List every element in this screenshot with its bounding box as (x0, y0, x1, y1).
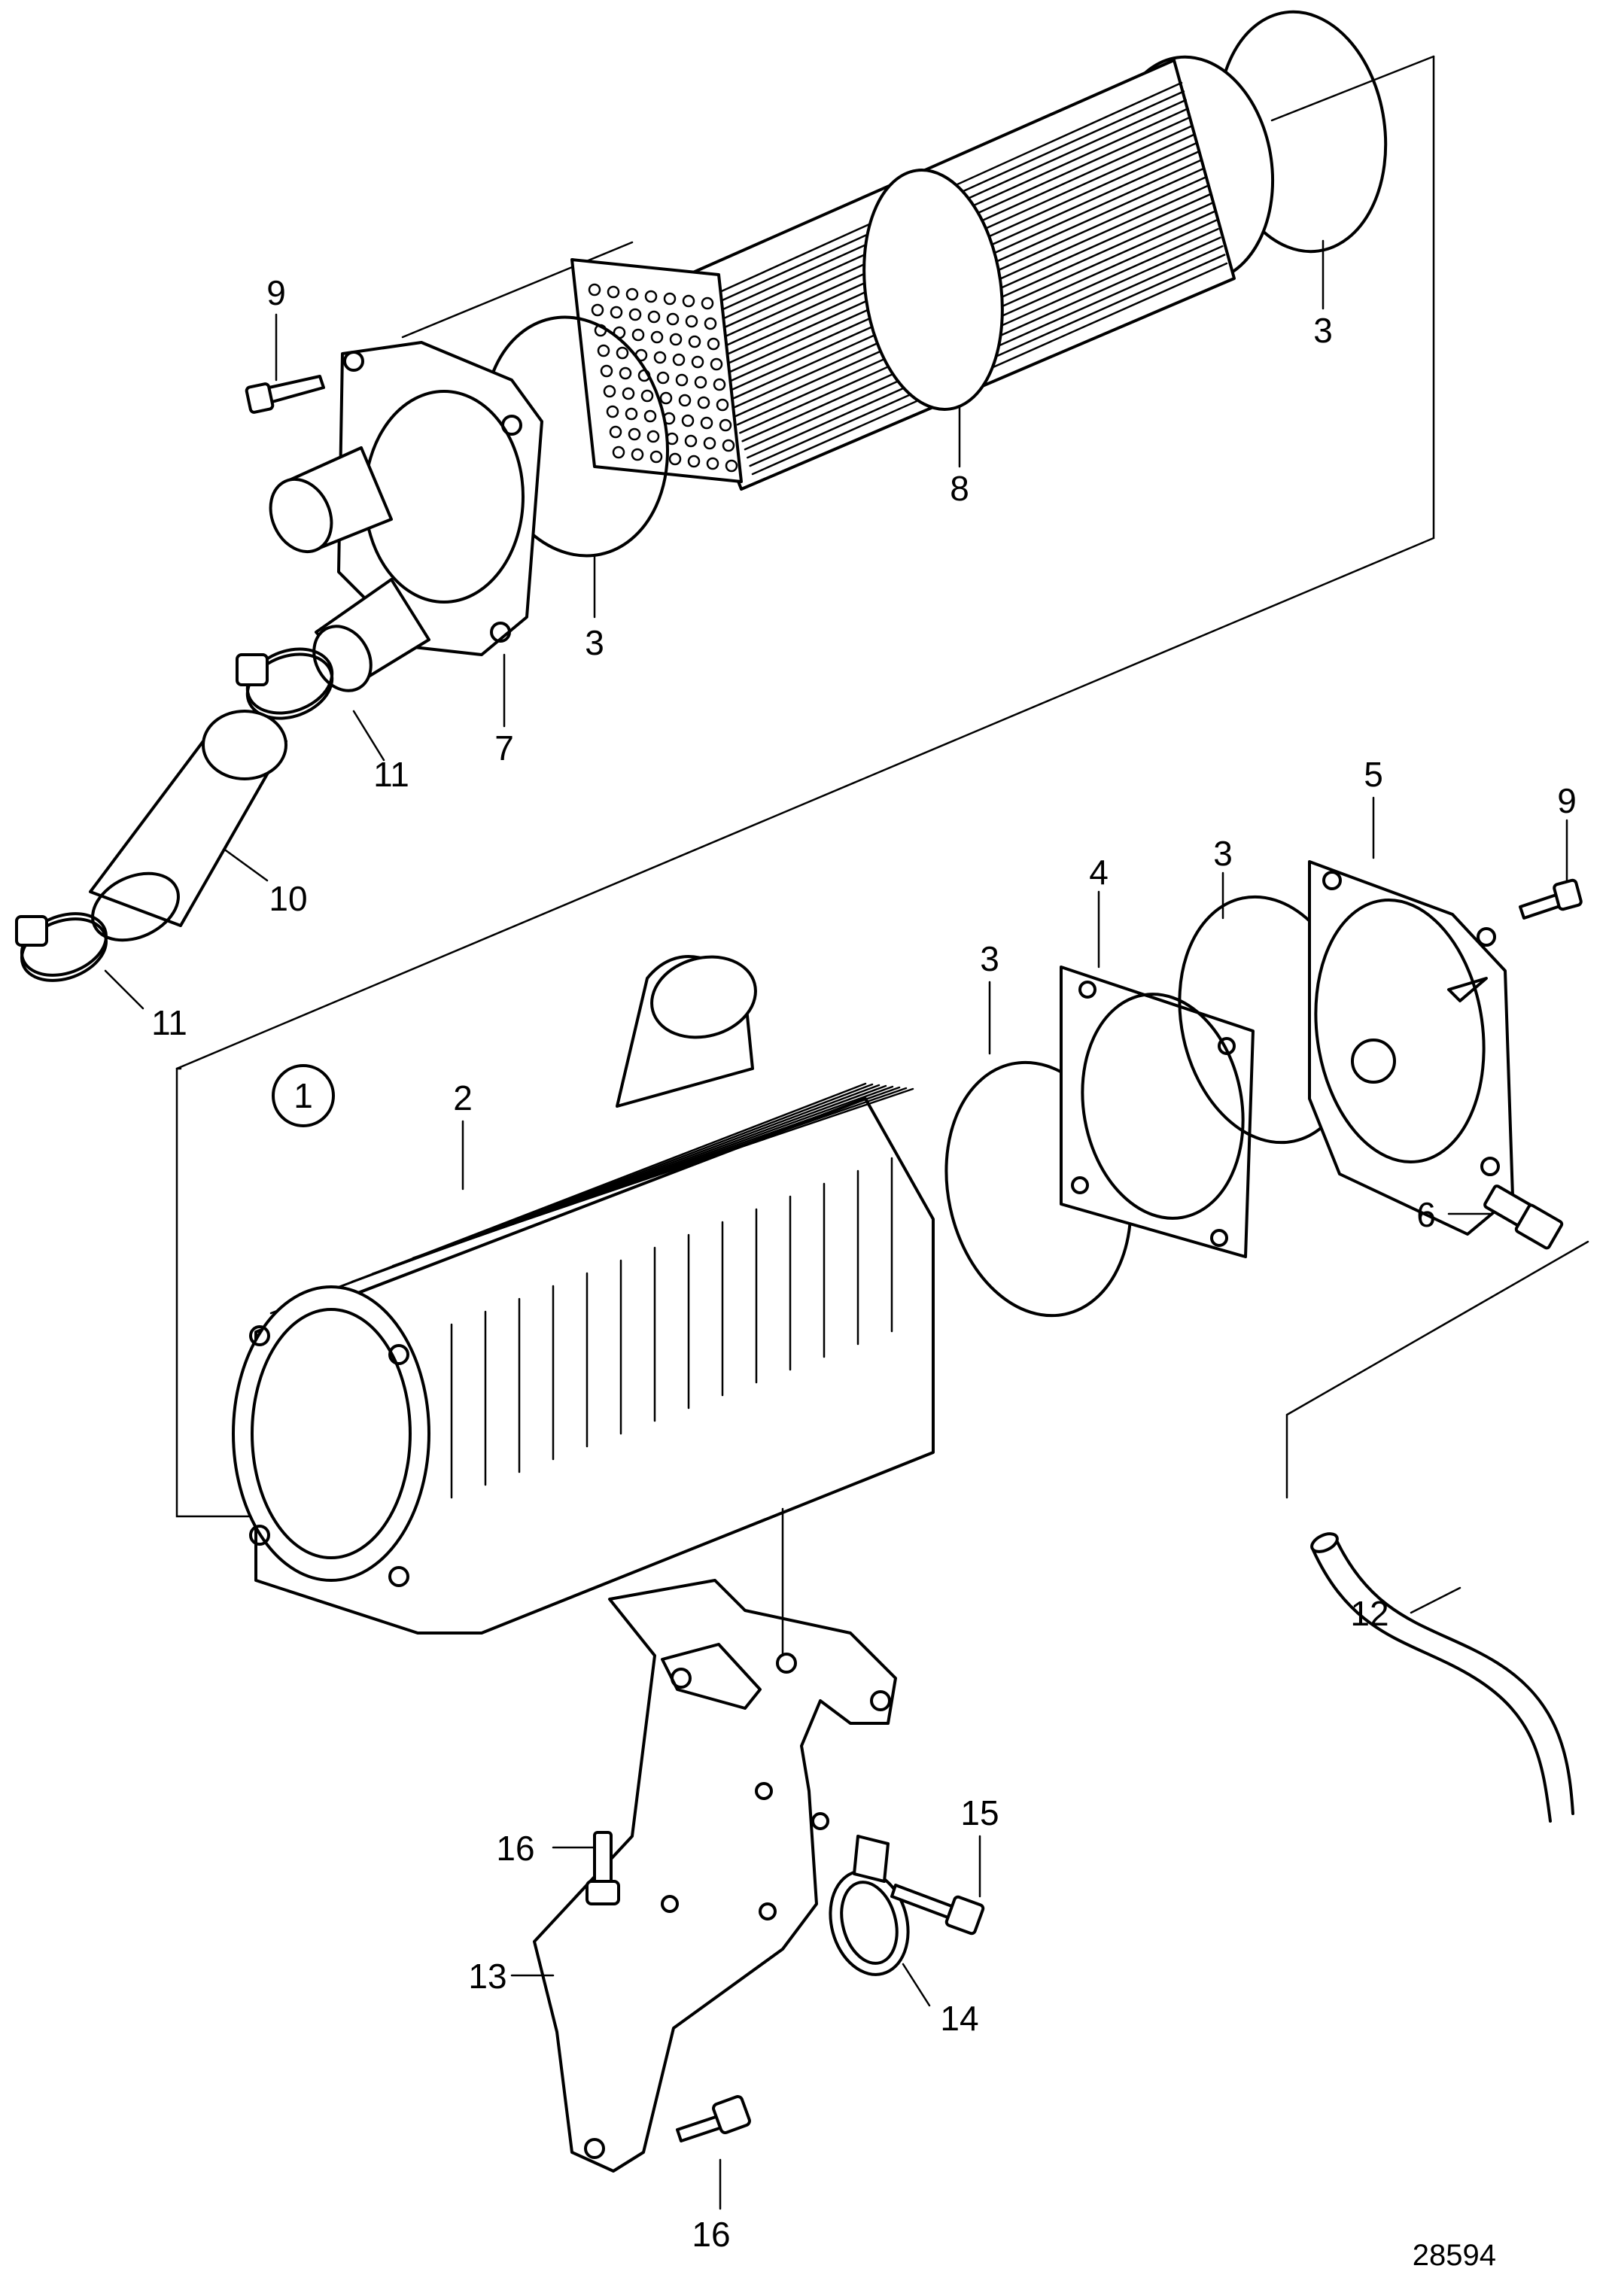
callout-9-screw-right: 9 (1557, 781, 1577, 820)
callout-3-o-ring-left: 3 (980, 939, 999, 978)
callout-13-bracket: 13 (468, 1957, 506, 1996)
callout-14-pipe-clamp: 14 (940, 1999, 978, 2038)
callout-8-cooler-insert: 8 (950, 469, 969, 508)
callout-16-bolt-upper: 16 (496, 1829, 534, 1868)
callout-leaders (104, 239, 1568, 2210)
callout-3-o-ring-top-right: 3 (1313, 311, 1333, 350)
assembly-marker-text: 1 (294, 1076, 313, 1115)
end-cover (269, 341, 543, 692)
callout-12-drain-hose: 12 (1350, 1594, 1388, 1633)
drain-nipple (1483, 1184, 1564, 1250)
callout-16-bolt-lower: 16 (692, 2215, 730, 2254)
callout-9-screw-top: 9 (266, 273, 286, 312)
mounting-bracket (533, 1507, 897, 2173)
callout-labels: 9 3 8 3 7 11 10 11 5 9 4 3 3 2 6 12 15 1… (151, 273, 1577, 2254)
callout-15-bolt-clamp: 15 (960, 1793, 999, 1832)
screw-right (1519, 878, 1583, 920)
cooler-insert (570, 55, 1275, 491)
screw-top (245, 375, 325, 414)
callout-5-end-cover-drain: 5 (1364, 755, 1383, 794)
callout-10-hose: 10 (269, 879, 307, 918)
hose-clamp-upper (236, 647, 334, 720)
callout-7-end-cover: 7 (494, 728, 514, 768)
bolt-upper (586, 1831, 620, 1905)
cooler-housing (232, 955, 935, 1635)
end-cover-drain (1308, 860, 1514, 1236)
callout-11-clamp-lower: 11 (151, 1003, 187, 1042)
bolt-clamp (890, 1884, 985, 1936)
callout-2-cooler-housing: 2 (453, 1078, 473, 1118)
callout-6-drain-nipple: 6 (1416, 1195, 1436, 1234)
hose-section (89, 710, 287, 942)
bolt-lower (676, 2095, 751, 2142)
assembly-marker: 1 (272, 1064, 335, 1127)
callout-11-clamp-upper: 11 (373, 755, 409, 794)
drawing-reference-number: 28594 (1413, 2239, 1496, 2272)
gasket-plate (1060, 966, 1255, 1258)
pipe-clamp (829, 1835, 910, 1976)
drain-hose (1285, 1240, 1589, 1823)
callout-3-o-ring-upper-left: 3 (585, 623, 604, 662)
hose-clamp-lower (15, 912, 108, 982)
callout-4-gasket-plate: 4 (1089, 853, 1109, 892)
callout-3-o-ring-right: 3 (1213, 834, 1233, 873)
